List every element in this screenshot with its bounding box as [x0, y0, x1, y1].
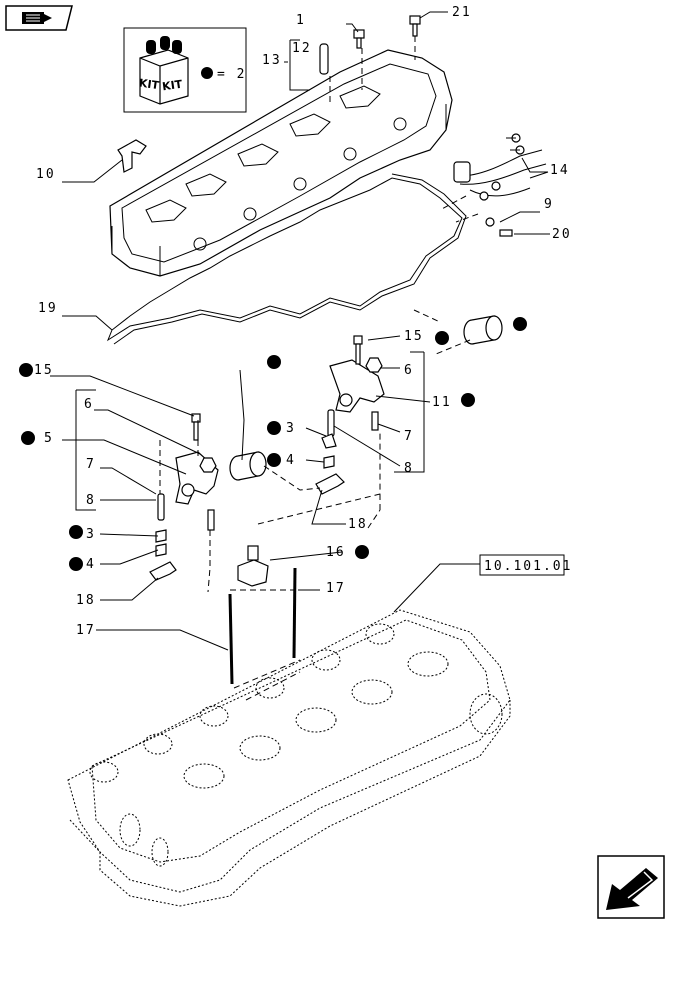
filled-circle-icon — [69, 557, 83, 571]
filled-circle-icon — [21, 431, 35, 445]
callout-4-upper: 4 — [286, 453, 296, 468]
kit-equals-label: = 2 — [217, 67, 246, 82]
kit-box: KIT KIT = 2 — [123, 27, 247, 113]
arrow-down-left-icon — [606, 868, 658, 910]
callout-7-right: 7 — [404, 429, 414, 444]
callout-18-upper: 18 — [348, 517, 368, 532]
callout-20: 20 — [552, 227, 572, 242]
filled-circle-icon — [435, 331, 449, 345]
callout-15-right: 15 — [404, 329, 424, 344]
callout-18-lower: 18 — [76, 593, 96, 608]
rocker-arm-right — [329, 335, 385, 431]
rocker-arm-left — [175, 413, 219, 531]
cover-bolt — [353, 29, 365, 49]
cover-gasket — [106, 177, 463, 342]
rocker-shaft-sleeve-left — [229, 451, 267, 481]
next-page-button[interactable] — [597, 855, 665, 919]
pushrod-right — [292, 567, 297, 659]
cylinder-head — [67, 609, 511, 907]
callout-8-left: 8 — [86, 493, 96, 508]
filled-circle-icon — [267, 421, 281, 435]
callout-16: 16 — [326, 545, 346, 560]
rocker-shaft-sleeve — [463, 315, 503, 345]
dowel-pin — [319, 43, 329, 75]
callout-1: 1 — [296, 13, 306, 28]
callout-11: 11 — [432, 395, 452, 410]
grommet — [485, 217, 495, 227]
filled-circle-icon — [69, 525, 83, 539]
filled-circle-icon — [513, 317, 527, 331]
reference-link[interactable]: 10.101.01 — [479, 554, 572, 576]
screw-20 — [499, 229, 513, 237]
kit-label-left: KIT — [138, 77, 160, 93]
callout-6-left: 6 — [84, 397, 94, 412]
callout-5: 5 — [44, 431, 54, 446]
previous-page-button[interactable] — [5, 5, 73, 31]
injector-connector — [237, 545, 269, 587]
callout-17-right: 17 — [326, 581, 346, 596]
cover-bolt-21 — [409, 15, 421, 60]
callout-3-lower: 3 — [86, 527, 96, 542]
pushrod-parts-right — [315, 409, 345, 495]
callout-3-upper: 3 — [286, 421, 296, 436]
callout-4-lower: 4 — [86, 557, 96, 572]
filled-circle-icon — [267, 453, 281, 467]
callout-17-left: 17 — [76, 623, 96, 638]
callout-13: 13 — [262, 53, 282, 68]
callout-15-left: 15 — [34, 363, 54, 378]
callout-6-right: 6 — [404, 363, 414, 378]
part-bracket — [117, 139, 147, 173]
callout-8-right: 8 — [404, 461, 414, 476]
filled-circle-icon — [19, 363, 33, 377]
callout-9: 9 — [544, 197, 554, 212]
callout-14: 14 — [550, 163, 570, 178]
reference-code: 10.101.01 — [484, 559, 572, 574]
callout-7-left: 7 — [86, 457, 96, 472]
pushrod-left — [228, 593, 234, 685]
filled-circle-icon — [461, 393, 475, 407]
callout-10: 10 — [36, 167, 56, 182]
callout-19: 19 — [38, 301, 58, 316]
callout-12: 12 — [292, 41, 312, 56]
filled-circle-icon — [201, 67, 213, 79]
callout-21: 21 — [452, 5, 472, 20]
valve-cover — [109, 49, 453, 277]
pushrod-parts-left — [149, 493, 177, 581]
wiring-harness — [453, 133, 547, 201]
filled-circle-icon — [355, 545, 369, 559]
kit-label-right: KIT — [161, 78, 183, 94]
filled-circle-icon — [267, 355, 281, 369]
kit-icon — [139, 36, 189, 105]
book-arrow-icon — [22, 12, 52, 24]
